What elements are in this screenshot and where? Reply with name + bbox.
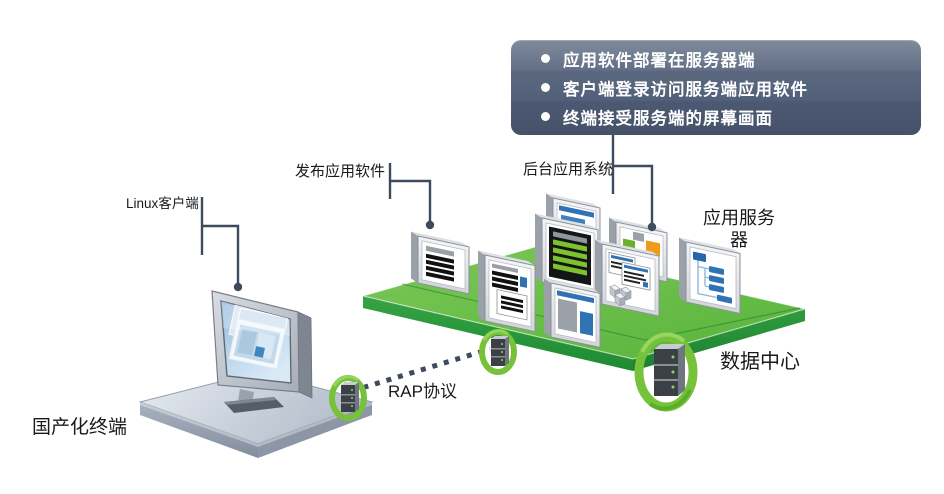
label-data-center: 数据中心 <box>720 351 800 373</box>
app-window-icon <box>411 231 470 295</box>
label-backend-system: 后台应用系统 <box>523 161 614 178</box>
label-connectors <box>200 135 654 283</box>
app-window-icon <box>478 250 536 333</box>
terminal-monitor-icon <box>211 290 313 413</box>
bullet-icon <box>541 112 550 121</box>
bullet-icon <box>541 54 550 63</box>
connector-linux-client <box>200 197 240 283</box>
app-window-icon <box>544 278 601 349</box>
note-item: 客户端登录访问服务端应用软件 <box>511 73 921 102</box>
note-item: 应用软件部署在服务器端 <box>511 44 921 73</box>
bullet-icon <box>541 83 550 92</box>
label-app-server: 应用服务器 <box>703 208 775 250</box>
label-publish-app: 发布应用软件 <box>295 163 386 180</box>
cubes-icon <box>609 284 632 307</box>
note-text: 客户端登录访问服务端应用软件 <box>563 80 808 99</box>
note-item: 终端接受服务端的屏幕画面 <box>511 102 921 131</box>
connector-dots <box>233 220 657 292</box>
screen-cascading-windows <box>221 301 290 370</box>
label-linux-client: Linux客户端 <box>126 196 199 211</box>
data-center-server-icon <box>634 332 698 412</box>
server-icon <box>479 329 517 375</box>
note-text: 应用软件部署在服务器端 <box>563 51 756 70</box>
note-text: 终端接受服务端的屏幕画面 <box>563 109 773 128</box>
connector-publish-app <box>388 163 432 221</box>
rap-dotted-line <box>351 346 491 394</box>
app-window-icon <box>595 239 660 317</box>
label-rap-protocol: RAP协议 <box>388 382 457 401</box>
app-window-icon <box>535 213 599 295</box>
notes-box: 应用软件部署在服务器端 客户端登录访问服务端应用软件 终端接受服务端的屏幕画面 <box>511 40 921 135</box>
app-window-icon <box>679 237 741 315</box>
connector-backend-system <box>611 135 654 223</box>
server-icon <box>329 375 367 421</box>
label-domestic-terminal: 国产化终端 <box>32 417 128 438</box>
